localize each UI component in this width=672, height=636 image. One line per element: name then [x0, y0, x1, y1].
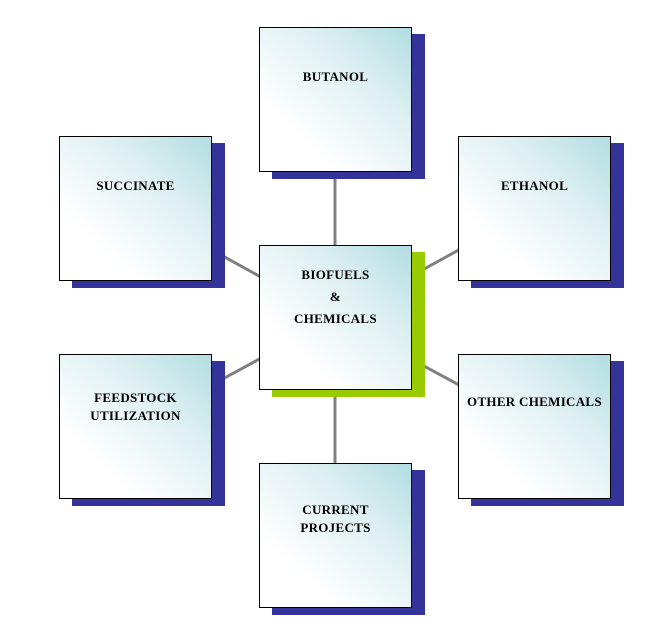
node-current-projects: CURRENT PROJECTS [259, 463, 425, 615]
center-label-line: & [329, 289, 342, 304]
node-ethanol: ETHANOL [458, 136, 624, 288]
node-feedstock: FEEDSTOCK UTILIZATION [59, 354, 225, 506]
node-label: CURRENT [302, 502, 369, 517]
node-label: SUCCINATE [96, 178, 175, 193]
node-succinate: SUCCINATE [59, 136, 225, 288]
node-box: SUCCINATE [59, 136, 212, 281]
node-box: OTHER CHEMICALS [458, 354, 611, 499]
node-label: PROJECTS [300, 520, 371, 535]
node-label: UTILIZATION [90, 408, 181, 423]
node-label: OTHER CHEMICALS [467, 394, 602, 409]
node-box: CURRENT PROJECTS [259, 463, 412, 608]
center-label-line: CHEMICALS [294, 311, 377, 326]
node-box: BUTANOL [259, 27, 412, 172]
node-center: BIOFUELS & CHEMICALS [259, 245, 425, 397]
center-box: BIOFUELS & CHEMICALS [259, 245, 412, 390]
node-box: ETHANOL [458, 136, 611, 281]
node-label: FEEDSTOCK [94, 390, 177, 405]
node-label: ETHANOL [500, 178, 569, 193]
node-butanol: BUTANOL [259, 27, 425, 179]
node-box: FEEDSTOCK UTILIZATION [59, 354, 212, 499]
node-label: BUTANOL [302, 69, 369, 84]
center-label-line: BIOFUELS [301, 267, 370, 282]
node-other-chemicals: OTHER CHEMICALS [458, 354, 624, 506]
